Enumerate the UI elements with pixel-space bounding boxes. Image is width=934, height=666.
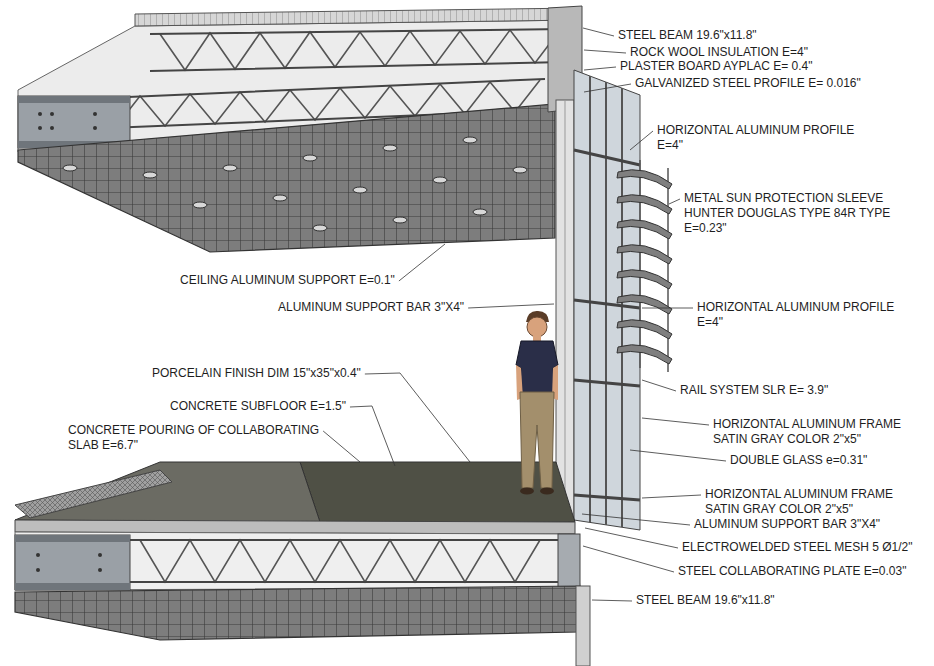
sun-blade [617, 170, 672, 189]
callout-label: HORIZONTAL ALUMINUM PROFILE E=4" [697, 300, 909, 330]
callout-label: PLASTER BOARD AYPLAC E= 0.4" [620, 59, 812, 74]
callout-label: DOUBLE GLASS e=0.31" [730, 453, 867, 468]
ceiling-light [193, 202, 207, 208]
beam-flange [15, 535, 130, 542]
ceiling-light [303, 155, 317, 161]
sun-blade [617, 220, 672, 239]
ceiling-light [353, 187, 367, 193]
ceiling-light [393, 217, 407, 223]
callout-label: STEEL BEAM 19.6"x11.8" [636, 593, 775, 608]
beam-flange [18, 96, 130, 103]
truss [140, 540, 540, 582]
ceiling-light [433, 177, 447, 183]
leader-line [669, 199, 680, 204]
bolt [98, 568, 102, 572]
leader-line [642, 308, 693, 309]
ceiling-light [473, 209, 487, 215]
callout-label: METAL SUN PROTECTION SLEEVE HUNTER DOUGL… [684, 191, 906, 236]
sun-blade [617, 245, 672, 264]
ceiling-light [223, 165, 237, 171]
bolt [36, 553, 40, 557]
steel-beam [18, 96, 130, 148]
callout-label: ELECTROWELDED STEEL MESH 5 Ø1/2" [682, 540, 913, 555]
callout-label: HORIZONTAL ALUMINUM FRAME SATIN GRAY COL… [705, 487, 910, 517]
head [527, 317, 547, 337]
sun-blade [617, 320, 672, 339]
bolt [36, 568, 40, 572]
sun-blade [617, 295, 672, 314]
leader-line [583, 546, 674, 572]
trousers [520, 392, 554, 488]
bolt [50, 126, 54, 130]
leader-line [630, 131, 653, 150]
shoe [540, 488, 554, 495]
person-figure [516, 311, 558, 495]
callout-label: CEILING ALUMINUM SUPPORT E=0.1" [180, 273, 395, 288]
sun-blade [617, 270, 672, 289]
column [556, 100, 574, 525]
truss-chord [130, 540, 560, 582]
leader-line [582, 514, 690, 525]
column-edge [565, 100, 566, 525]
leader-line [584, 84, 631, 92]
leader-line [583, 28, 614, 36]
callout-label: RAIL SYSTEM SLR E= 3.9" [680, 383, 828, 398]
ceiling-light [513, 167, 527, 173]
steel-mesh [15, 470, 172, 518]
ceiling-light [463, 137, 477, 143]
shirt [516, 341, 558, 394]
sun-blade [617, 195, 672, 214]
leader-line [642, 418, 709, 425]
ceiling-light [273, 195, 287, 201]
shoe [520, 488, 534, 495]
leader-line [585, 528, 678, 548]
ceiling-light [313, 225, 327, 231]
steel-deck [135, 8, 580, 26]
ceiling-light [143, 172, 157, 178]
column [576, 586, 590, 666]
ceiling-light [383, 145, 397, 151]
callout-label: HORIZONTAL ALUMINUM FRAME SATIN GRAY COL… [713, 417, 918, 447]
steel-beam [15, 535, 130, 590]
leader-line [592, 600, 632, 601]
truss-chord [150, 29, 565, 71]
callout-label: HORIZONTAL ALUMINUM PROFILE E=4" [657, 123, 869, 153]
leader-line [399, 244, 445, 281]
concrete-subfloor [15, 462, 320, 522]
steel-beam [558, 534, 580, 590]
bolt [50, 112, 54, 116]
callout-label: PORCELAIN FINISH DIM 15"x35"x0.4" [152, 366, 361, 381]
leader-line [584, 50, 626, 53]
ceiling-grid [15, 586, 580, 640]
rail-support [640, 160, 668, 372]
callout-label: ROCK WOOL INSULATION E=4" [630, 45, 808, 60]
callout-label: CONCRETE SUBFLOOR E=1.5" [170, 399, 346, 414]
leader-line [642, 495, 701, 498]
sun-blade [617, 345, 672, 364]
callout-label: STEEL COLLABORATING PLATE E=0.03" [678, 564, 906, 579]
bolt [98, 553, 102, 557]
bolt [38, 126, 42, 130]
ceiling-grid [18, 104, 555, 252]
callout-label: STEEL BEAM 19.6"x11.8" [618, 28, 757, 43]
callout-label: ALUMINUM SUPPORT BAR 3"X4" [278, 300, 464, 315]
callout-label: GALVANIZED STEEL PROFILE E= 0.016" [635, 76, 861, 91]
bolt [93, 126, 97, 130]
leader-line [584, 67, 616, 70]
leader-line [468, 304, 554, 308]
leader-line [350, 406, 395, 466]
beam-flange [15, 583, 130, 590]
leader-line [630, 450, 726, 461]
callout-label: CONCRETE POURING OF COLLABORATING SLAB E… [68, 423, 336, 453]
bolt [93, 112, 97, 116]
joist-space [15, 532, 580, 590]
leader-line [365, 373, 470, 462]
callout-label: ALUMINUM SUPPORT BAR 3"X4" [694, 517, 880, 532]
leader-line [642, 380, 676, 391]
bolt [38, 112, 42, 116]
leader-line [323, 431, 360, 462]
ceiling-light [63, 165, 77, 171]
